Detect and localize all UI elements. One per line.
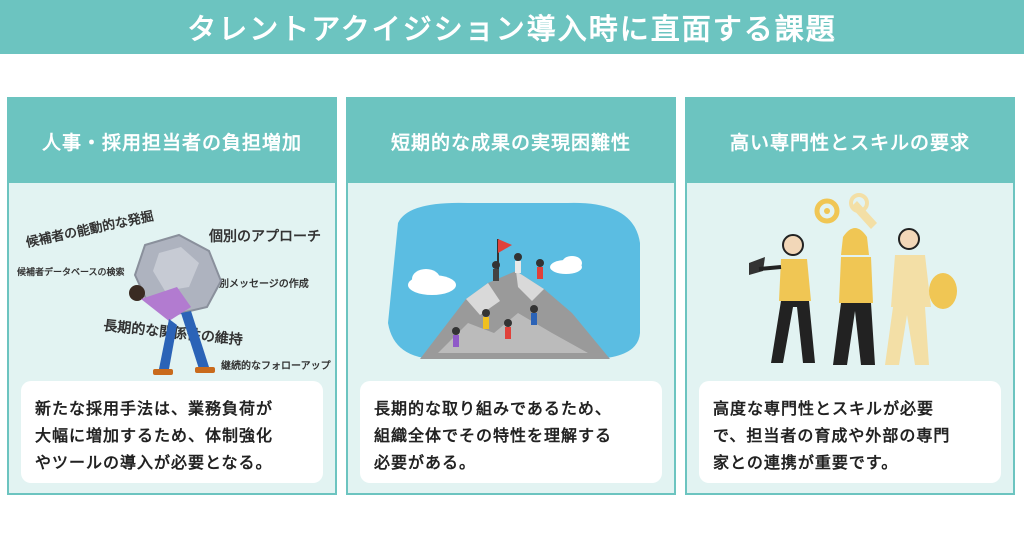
mountain-icon: [420, 271, 610, 359]
floating-label: 継続的なフォローアップ: [221, 359, 332, 372]
card-expertise: 高い専門性とスキルの要求: [685, 97, 1015, 495]
floating-label: 個別のアプローチ: [208, 228, 321, 245]
card-description: 新たな採用手法は、業務負荷が 大幅に増加するため、体制強化 やツールの導入が必要…: [21, 381, 323, 483]
description-line: 大幅に増加するため、体制強化: [35, 426, 274, 445]
floating-label: 個別メッセージの作成: [208, 277, 309, 290]
mountain-illustration: [388, 202, 640, 359]
card-title: 短期的な成果の実現困難性: [390, 131, 631, 154]
gear-icon: [814, 198, 840, 224]
card-title: 高い専門性とスキルの要求: [729, 131, 970, 154]
cloud-icon: [408, 269, 456, 295]
description-line: 新たな採用手法は、業務負荷が: [35, 399, 274, 418]
description-line: 高度な専門性とスキルが必要: [713, 399, 935, 418]
cloud-icon: [550, 256, 582, 274]
card-workload: 人事・採用担当者の負担増加 候補者の能動的な発掘 個別のアプローチ 候補者データ…: [7, 97, 337, 495]
page-title: タレントアクイジション導入時に直面する課題: [187, 12, 837, 46]
wrench-icon: [849, 193, 877, 229]
card-title: 人事・採用担当者の負担増加: [41, 131, 302, 154]
card-short-term: 短期的な成果の実現困難性: [346, 97, 676, 495]
person-woman-icon: [833, 228, 875, 365]
description-line: 組織全体でその特性を理解する: [374, 426, 613, 445]
person-with-glasses-icon: [885, 228, 957, 365]
burden-illustration: 候補者の能動的な発掘 個別のアプローチ 候補者データベースの検索 個別メッセージ…: [17, 208, 332, 375]
person-carrying-icon: [129, 285, 215, 375]
description-line: 家との連携が重要です。: [713, 453, 899, 472]
climbers-icon: [452, 253, 544, 347]
title-banner: タレントアクイジション導入時に直面する課題: [0, 0, 1024, 54]
card-description: 長期的な取り組みであるため、 組織全体でその特性を理解する 必要がある。: [360, 381, 662, 483]
card-header: 高い専門性とスキルの要求: [687, 99, 1013, 183]
card-header: 短期的な成果の実現困難性: [348, 99, 674, 183]
description-line: やツールの導入が必要となる。: [35, 453, 273, 472]
card-header: 人事・採用担当者の負担増加: [9, 99, 335, 183]
description-line: 必要がある。: [374, 453, 477, 472]
team-illustration: [749, 193, 957, 365]
card-description: 高度な専門性とスキルが必要 で、担当者の育成や外部の専門 家との連携が重要です。: [699, 381, 1001, 483]
person-with-laptop-icon: [749, 234, 815, 363]
floating-label: 候補者データベースの検索: [17, 266, 125, 278]
floating-label: 候補者の能動的な発掘: [25, 208, 156, 251]
description-line: で、担当者の育成や外部の専門: [713, 426, 951, 445]
description-line: 長期的な取り組みであるため、: [374, 399, 612, 418]
